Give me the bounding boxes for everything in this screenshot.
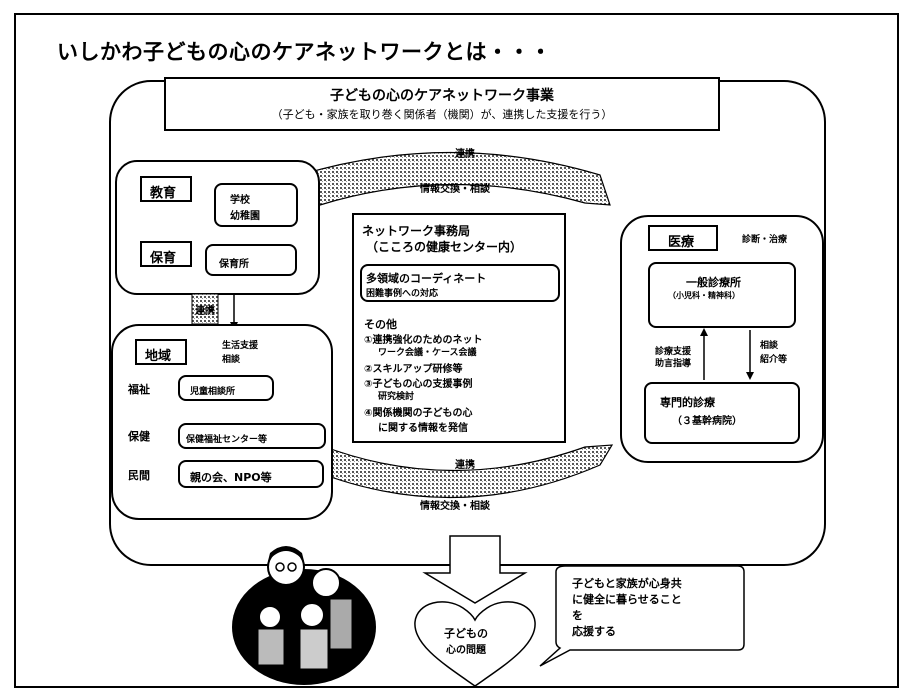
secretariat-line2: （こころの健康センター内） <box>366 240 523 254</box>
specialist-box: 専門的診療 （３基幹病院） <box>644 382 800 444</box>
arrow-label-top1: 連携 <box>455 149 475 160</box>
top-arc-arrow <box>294 151 611 208</box>
school-box: 学校 幼稚園 <box>214 183 298 227</box>
bubble-line2: に健全に暮らせること <box>572 593 682 606</box>
arrow-label-left: 連携 <box>195 306 215 317</box>
item2: ②スキルアップ研修等 <box>364 364 463 375</box>
welfare-label: 福祉 <box>128 383 150 396</box>
community-note2: 相談 <box>222 355 241 365</box>
item4b: に関する情報を発信 <box>378 423 468 434</box>
medical-left-label1: 診療支援 <box>655 347 692 357</box>
secretariat-box <box>352 213 566 443</box>
left-vertical-arrows <box>191 293 238 330</box>
item3a: ③子どもの心の支援事例 <box>364 379 473 390</box>
item1b: ワーク会議・ケース会議 <box>378 348 477 358</box>
medical-left-label2: 助言指導 <box>655 359 692 369</box>
bubble-line3: を <box>572 609 583 622</box>
page-title: いしかわ子どもの心のケアネットワークとは・・・ <box>57 40 552 64</box>
childcare-label-box: 保育 <box>140 241 192 267</box>
cycle-arrows <box>294 151 614 499</box>
private-label: 民間 <box>128 469 150 482</box>
down-arrow <box>422 535 528 604</box>
heart-line2: 心の問題 <box>446 645 486 656</box>
header-box: 子どもの心のケアネットワーク事業 （子ども・家族を取り巻く関係者（機関）が、連携… <box>164 77 720 131</box>
item3b: 研究検討 <box>378 392 415 402</box>
header-sub: （子ども・家族を取り巻く関係者（機関）が、連携した支援を行う） <box>271 108 613 121</box>
private-box: 親の会、NPO等 <box>178 460 324 488</box>
nursery-box: 保育所 <box>205 244 297 276</box>
arrow-label-bottom2: 情報交換・相談 <box>420 501 490 512</box>
clinic-box: 一般診療所 （小児科・精神科） <box>648 262 796 328</box>
bottom-arc-arrow <box>294 442 614 499</box>
item1a: ①連携強化のためのネット <box>364 335 483 346</box>
medical-label-box: 医療 <box>648 225 718 251</box>
secretariat-line1: ネットワーク事務局 <box>362 224 471 238</box>
arrow-label-bottom1: 連携 <box>455 460 475 471</box>
medical-right-label2: 紹介等 <box>760 355 788 365</box>
slide-frame <box>14 13 899 688</box>
community-label-box: 地域 <box>135 339 187 365</box>
welfare-box: 児童相談所 <box>178 375 274 401</box>
item4a: ④関係機関の子どもの心 <box>364 408 473 419</box>
heart-line1: 子どもの <box>444 627 488 640</box>
heart-shape <box>414 601 536 687</box>
arrow-label-top2: 情報交換・相談 <box>420 184 490 195</box>
medical-right-label1: 相談 <box>760 341 779 351</box>
community-note1: 生活支援 <box>222 341 259 351</box>
health-label: 保健 <box>128 430 150 443</box>
medical-note: 診断・治療 <box>742 235 788 245</box>
health-box: 保健福祉センター等 <box>178 423 326 449</box>
speech-bubble <box>539 565 745 667</box>
coordination-box: 多領域のコーディネート 困難事例への対応 <box>360 264 560 302</box>
education-label-box: 教育 <box>140 176 192 202</box>
family-illustration <box>232 546 376 685</box>
bubble-line4: 応援する <box>572 625 616 638</box>
bubble-line1: 子どもと家族が心身共 <box>572 577 682 590</box>
medical-arrows <box>700 328 754 380</box>
header-main: 子どもの心のケアネットワーク事業 <box>330 88 554 104</box>
other-label: その他 <box>364 318 397 331</box>
